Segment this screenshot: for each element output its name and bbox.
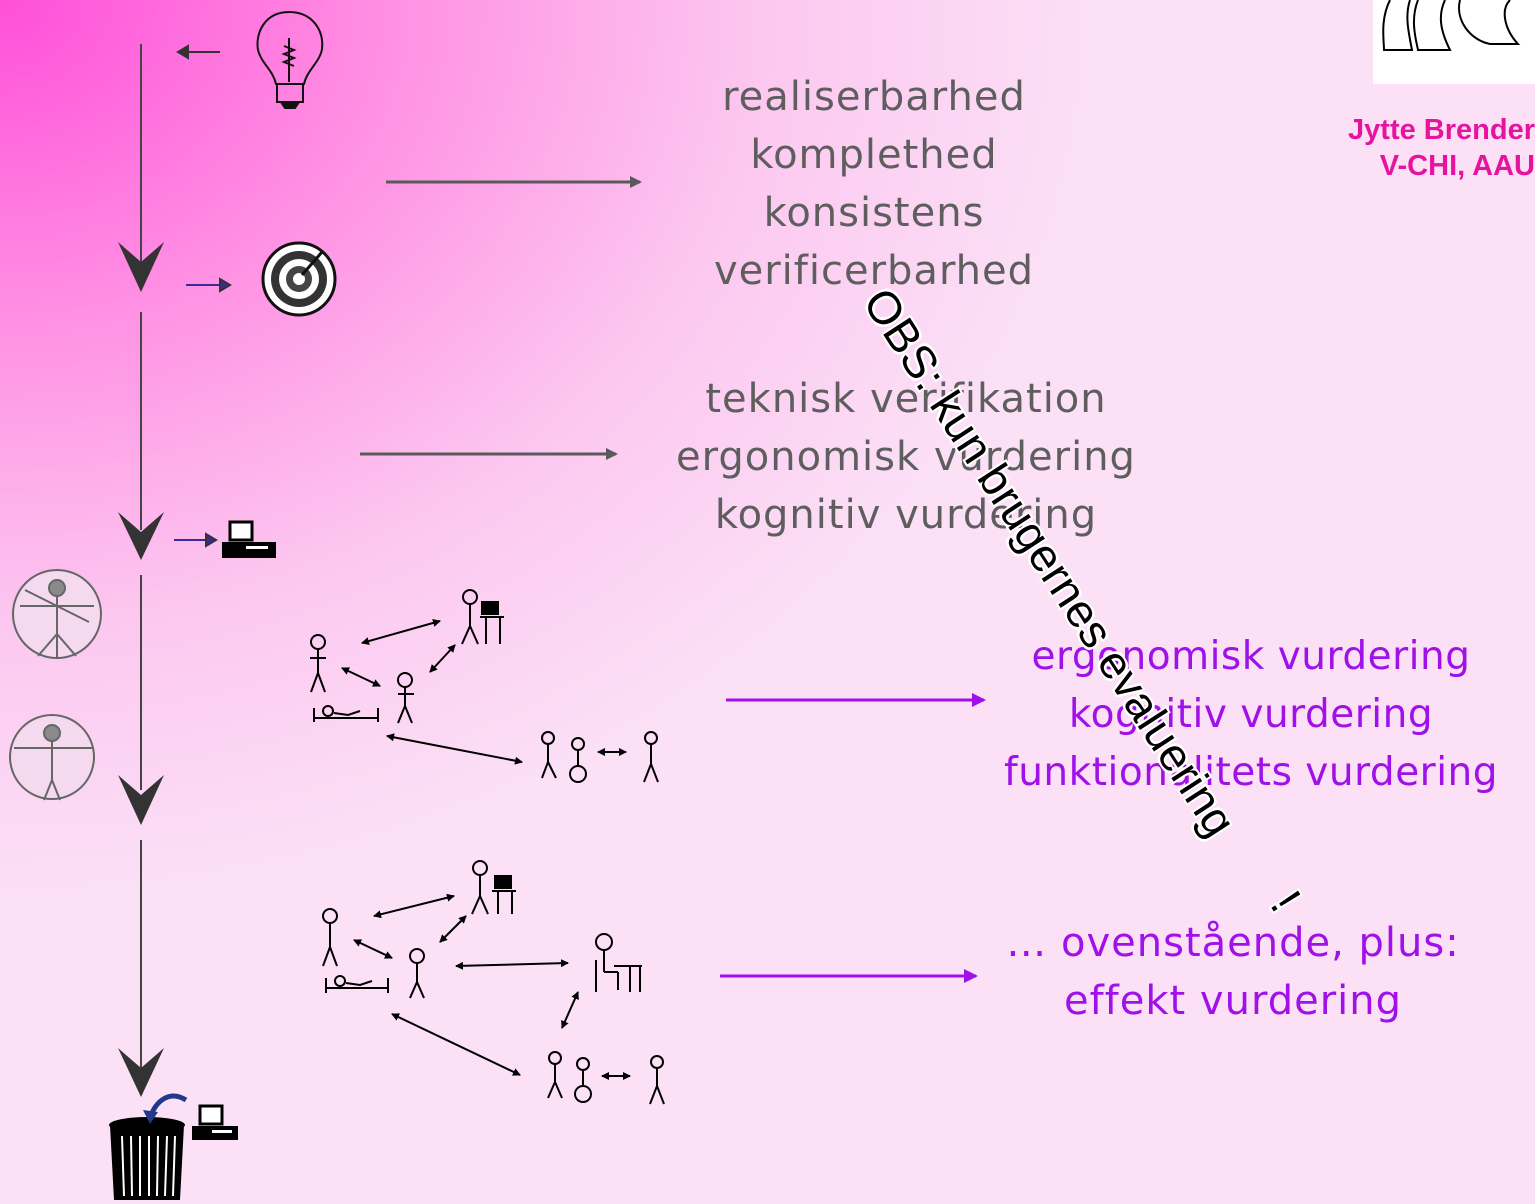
operation-criteria-list: … ovenstående, plus: effekt vurdering (990, 914, 1476, 1030)
author-affiliation: V-CHI, AAU (1379, 150, 1535, 182)
vitruvian-man-icon (9, 714, 95, 801)
list-item: funktionalitets vurdering (1003, 750, 1499, 795)
author-credit: Jytte Brender V-CHI, AAU (1275, 112, 1535, 184)
vitruvian-man-icon (12, 569, 102, 659)
list-item: verificerbarhed (713, 248, 1035, 294)
pilot-criteria-list: ergonomisk vurdering kognitiv vurdering … (968, 628, 1534, 802)
author-name: Jytte Brender (1348, 114, 1535, 146)
logo (1373, 0, 1535, 84)
small-arrows (174, 44, 232, 548)
list-item: effekt vurdering (1063, 978, 1402, 1024)
trash-bin-icon (109, 1093, 188, 1200)
lightbulb-icon (256, 10, 324, 109)
list-item: konsistens (763, 190, 985, 236)
list-item: ergonomisk vurdering (676, 434, 1136, 480)
user-interaction-scene-pilot (310, 589, 659, 783)
list-item: ergonomisk vurdering (1031, 634, 1471, 679)
list-item: kognitiv vurdering (714, 492, 1098, 538)
user-interaction-scene-operation (322, 860, 665, 1105)
prototype-criteria-list: teknisk verifikation ergonomisk vurderin… (646, 370, 1166, 544)
computer-icon (192, 1104, 238, 1140)
list-item: realiserbarhed (722, 74, 1026, 120)
target-icon (261, 241, 337, 317)
design-criteria-list: realiserbarhed komplethed konsistens ver… (674, 68, 1074, 300)
list-item: kognitiv vurdering (1068, 692, 1434, 737)
list-item: … ovenstående, plus: (1006, 920, 1460, 966)
list-item: komplethed (750, 132, 998, 178)
chevron-down-icon (118, 242, 164, 1097)
list-item: teknisk verifikation (705, 376, 1107, 422)
computer-icon (222, 520, 276, 558)
